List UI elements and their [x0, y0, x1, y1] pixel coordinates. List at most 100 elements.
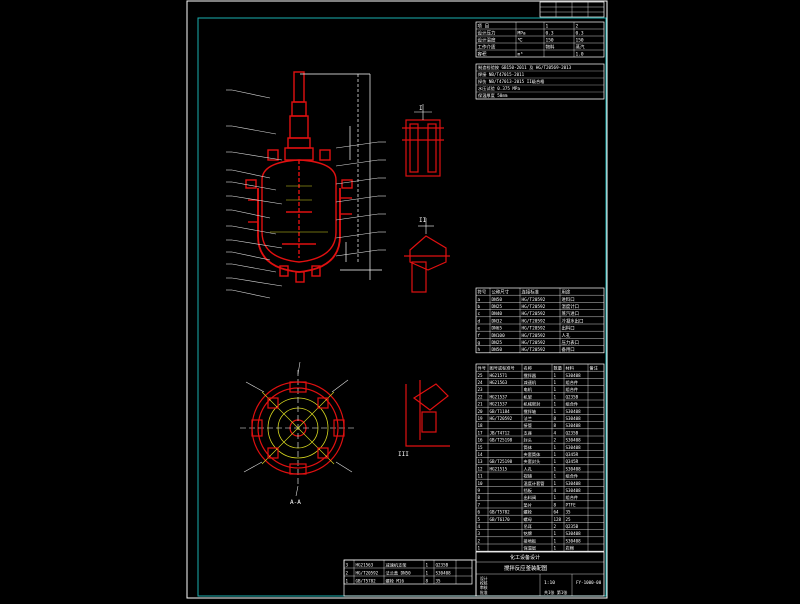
parts-table-cell: 1 — [554, 474, 557, 479]
label-section-iii: III — [398, 451, 409, 458]
parts-table-cell: PTFE — [566, 502, 577, 507]
parts-table-cell: GB/T25198 — [490, 438, 513, 443]
leader-line — [335, 461, 353, 473]
leader-line — [335, 141, 379, 149]
parts-table-cell: 8 — [554, 502, 557, 507]
tech-spec-line: 制造检验按 GB150-2011 及 HG/T20569-2013 — [478, 64, 572, 71]
detail-section-i — [402, 119, 444, 177]
parts-table-cell: 1 — [554, 445, 557, 450]
parts-table-cell: Q345R — [566, 459, 579, 464]
detail-section-ii-dims — [418, 218, 434, 234]
nozzle-table-cell: e — [478, 327, 481, 332]
title-block-signer: 批准 — [480, 590, 488, 595]
parts-table-cell: 1 — [554, 394, 557, 399]
parts-table-cell: 夹套筒体 — [524, 451, 542, 458]
plan-view-leaders — [243, 361, 353, 497]
nozzle-table-cell: 冷凝水出口 — [562, 317, 584, 324]
nozzle-table-cell: 进料口 — [562, 296, 575, 303]
parts-table-cell: 筒体 — [524, 444, 533, 451]
parts-table-cell: 温度计套管 — [524, 480, 545, 487]
parts-table-cell: 1 — [554, 387, 557, 392]
parts-table-cell: 搅拌器 — [524, 372, 537, 379]
nozzle-table-cell: 温度计口 — [562, 303, 580, 310]
tech-table-cell: MPa — [518, 30, 526, 36]
parts-table-cell: 10 — [478, 481, 484, 486]
parts-table-cell: JB/T4712 — [490, 430, 511, 435]
leader-line — [335, 213, 379, 221]
parts-table-cell: 1 — [554, 402, 557, 407]
parts-table-header-cell: 数量 — [554, 365, 562, 372]
parts-table-cell: 组合件 — [566, 473, 579, 480]
label-section-i: I — [419, 105, 423, 112]
leader-line — [231, 289, 271, 299]
parts-table-cell: 21 — [478, 402, 484, 407]
tech-table-cell: 蒸汽 — [576, 43, 585, 50]
nozzle-table-cell: 备用口 — [562, 346, 575, 353]
parts-table-cell: 17 — [478, 430, 484, 435]
parts-table-cell: 岩棉 — [566, 545, 574, 552]
leader-line — [231, 251, 271, 261]
nozzle-table-cell: d — [478, 318, 481, 324]
tech-spec-line: 水压试验 0.375 MPa — [478, 85, 520, 92]
small-table-cell: Q235B — [436, 562, 449, 567]
parts-table-cell: 35 — [566, 510, 572, 515]
nozzle-table-cell: h — [478, 347, 481, 353]
nozzle-table-cell: DN50 — [492, 347, 503, 353]
small-table-cell: 法兰盖 DN50 — [386, 569, 412, 576]
small-table-cell: S30408 — [436, 570, 452, 575]
top-right-revision-block — [539, 1, 605, 18]
outer-frame — [186, 0, 608, 599]
parts-table-cell: 4 — [478, 524, 481, 529]
tech-table-header-cell: 2 — [576, 23, 579, 29]
tech-table-cell: 设计压力 — [478, 29, 496, 36]
nozzle-table-cell: HG/T20592 — [522, 326, 546, 332]
parts-table-cell: GB/T25198 — [490, 459, 513, 464]
parts-table-cell: 25 — [566, 517, 572, 522]
parts-table-cell: S30408 — [566, 416, 582, 421]
tech-table-cell: ℃ — [518, 37, 524, 43]
front-view-dimensions — [300, 73, 382, 280]
small-table-cell: 1 — [426, 562, 429, 567]
parts-table-cell: 机械密封 — [524, 401, 541, 408]
parts-table-cell: 螺栓 — [524, 509, 533, 516]
parts-table-cell: S30408 — [566, 481, 582, 486]
parts-table-cell: 接地板 — [524, 537, 537, 544]
leader-line — [231, 263, 277, 273]
parts-table-cell: 1 — [478, 546, 481, 551]
tech-table-cell: 1.0 — [576, 51, 584, 57]
small-table-cell: 35 — [436, 578, 442, 583]
small-table-cell: HG/T20592 — [356, 570, 379, 575]
title-block-title: 搅拌反应釜装配图 — [504, 564, 547, 572]
parts-table-cell: 11 — [478, 474, 484, 479]
parts-table-cell: 保温层 — [524, 545, 537, 552]
leader-line — [335, 231, 379, 239]
leader-line — [231, 181, 277, 191]
leader-line — [231, 151, 283, 161]
parts-table-cell: 14 — [478, 452, 484, 457]
parts-table-cell: Q235B — [566, 524, 579, 529]
nozzle-table-cell: HG/T20592 — [522, 318, 546, 324]
title-block-scale: 1:10 — [544, 580, 555, 586]
nozzle-table-header-cell: 用途 — [562, 289, 571, 296]
parts-table-cell: 封头 — [524, 437, 532, 444]
parts-table-cell: HG21571 — [490, 373, 508, 378]
nozzle-table-cell: 压力表口 — [562, 339, 580, 346]
leader-line — [231, 277, 283, 287]
parts-table-cell: S30408 — [566, 531, 582, 536]
title-block-company: 化工设备设计 — [510, 554, 540, 561]
front-view-leaders-left — [226, 89, 283, 299]
parts-table-cell: 18 — [478, 423, 484, 428]
parts-table-cell: 24 — [478, 380, 484, 385]
nozzle-table-cell: DN100 — [492, 333, 506, 339]
small-table-cell: GB/T5782 — [356, 578, 377, 583]
parts-table-cell: 20 — [478, 409, 484, 414]
nozzle-table-cell: HG/T20592 — [522, 333, 546, 339]
parts-table-header-cell: 图号或标准号 — [490, 365, 515, 372]
parts-table-cell: HG21515 — [490, 466, 508, 471]
parts-table-cell: 搅拌轴 — [524, 408, 537, 415]
small-table-outer — [343, 559, 477, 597]
parts-table-cell: Q345R — [566, 452, 579, 457]
parts-table-cell: S30408 — [566, 409, 582, 414]
parts-table-cell: HG21537 — [490, 394, 508, 399]
